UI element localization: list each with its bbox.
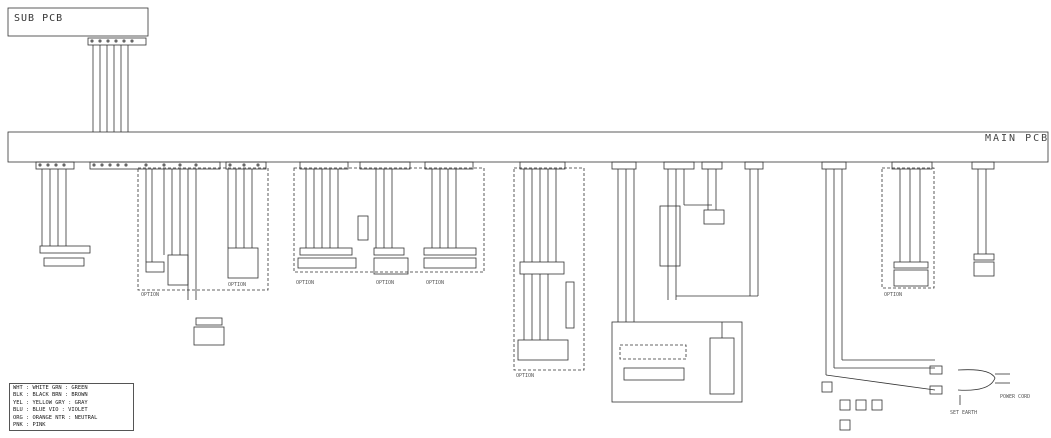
- sub-pcb-label: SUB PCB: [14, 13, 64, 24]
- main-pcb-board: [7, 131, 1049, 163]
- main-pcb-label: MAIN PCB: [985, 133, 1050, 144]
- heater-harness: [39, 169, 91, 267]
- legend-row: BLU : BLUE VIO : VIOLET: [13, 407, 88, 414]
- center-wires: [659, 169, 759, 300]
- legend-row: BLK : BLACK BRN : BROWN: [13, 392, 88, 399]
- power-wires: [821, 169, 1010, 431]
- group1-wires: [145, 169, 259, 346]
- far-right-wires: [973, 169, 995, 277]
- group2-wires: [297, 169, 477, 275]
- group-right-wires: [893, 169, 929, 287]
- sub-pcb-connector: [87, 37, 147, 46]
- legend-row: PNK : PINK: [13, 422, 46, 429]
- option-label: OPTION: [141, 292, 160, 298]
- group3-wires: [517, 169, 575, 361]
- option-label: OPTION: [376, 280, 395, 286]
- option-label: OPTION: [884, 292, 903, 298]
- legend-row: WHT : WHITE GRN : GREEN: [13, 385, 88, 391]
- sub-main-harness: [92, 45, 129, 132]
- pump-wires: [617, 169, 735, 395]
- pin-markers: [38, 39, 260, 167]
- color-legend: WHT : WHITE GRN : GREEN BLK : BLACK BRN …: [9, 383, 134, 431]
- power-cord-label: POWER CORD: [1000, 394, 1031, 400]
- sub-pcb-board: [7, 7, 149, 37]
- option-label: OPTION: [516, 373, 535, 379]
- option-label: OPTION: [228, 282, 247, 288]
- option-label: OPTION: [296, 280, 315, 286]
- legend-row: YEL : YELLOW GRY : GRAY: [13, 399, 88, 406]
- earth-label: SET EARTH: [950, 410, 978, 416]
- legend-row: ORG : ORANGE NTR : NEUTRAL: [13, 414, 98, 421]
- option-label: OPTION: [426, 280, 445, 286]
